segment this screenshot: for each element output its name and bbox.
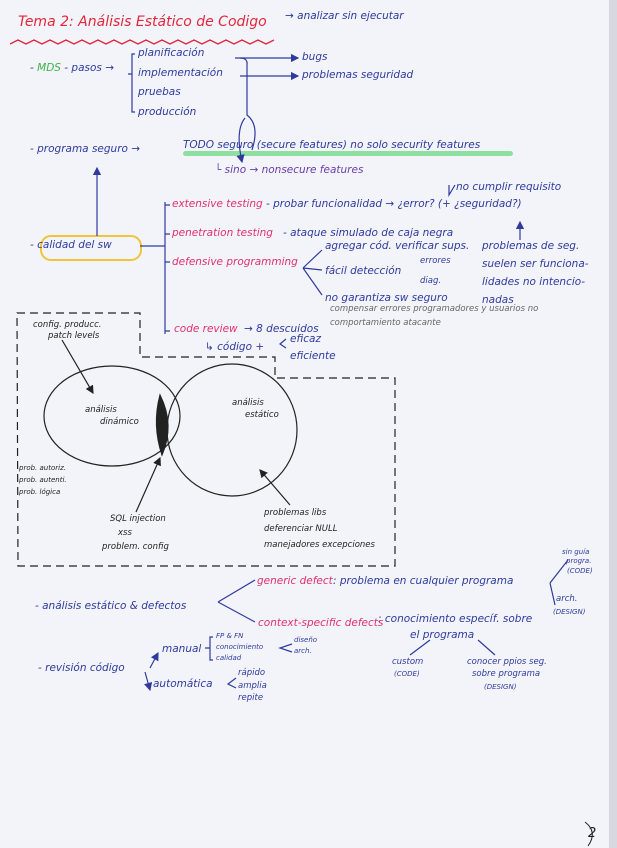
left-note: prob. autenti. <box>19 476 67 484</box>
dinamico-label: análisis <box>85 405 117 415</box>
deteccion-item: diag. <box>420 276 442 286</box>
custom-note: (CODE) <box>394 670 420 678</box>
step: planificación <box>138 47 205 59</box>
estatico-label: análisis <box>232 398 264 408</box>
code-review-codigo: ↳ código + <box>205 341 265 353</box>
static-note: deferenciar NULL <box>264 524 338 534</box>
page-title: Tema 2: Análisis Estático de Codigo <box>18 14 267 30</box>
mds-label: MDS <box>37 62 61 74</box>
output-bugs: bugs <box>302 51 328 63</box>
step: producción <box>138 106 197 118</box>
calidad-box <box>40 235 142 261</box>
step: implementación <box>138 67 223 79</box>
defensive-note: compensar errores programadores y usuari… <box>330 304 539 314</box>
estatico-label: estático <box>245 410 279 420</box>
penetration-text: - ataque simulado de caja negra <box>283 227 454 239</box>
mds-pasos: - pasos → <box>64 62 115 74</box>
defensive-item: no garantiza sw seguro <box>325 292 448 304</box>
manual-item: FP & FN <box>216 632 244 640</box>
arch-note: arch. <box>556 594 578 604</box>
penetration-label: penetration testing <box>172 227 273 239</box>
manual-item: conocimiento <box>216 643 264 651</box>
automatica-item: repite <box>238 693 264 703</box>
config-note: config. producc. <box>33 320 102 330</box>
automatica-label: automática <box>153 678 213 690</box>
generic-text: : problema en cualquier programa <box>333 575 514 587</box>
sin-guia: sin guía <box>562 548 590 556</box>
side-note: problemas de seg. <box>482 240 580 252</box>
conocer-note: (DESIGN) <box>484 683 517 691</box>
defectos-label: - análisis estático & defectos <box>35 600 187 612</box>
extensive-note: no cumplir requisito <box>456 181 562 193</box>
conocimiento-item: diseño <box>294 636 318 644</box>
conocimiento-item: arch. <box>294 647 312 655</box>
generic-label: generic defect <box>257 575 333 587</box>
step: pruebas <box>138 86 181 98</box>
benefit: eficiente <box>290 350 336 362</box>
sin-guia: (CODE) <box>567 567 593 575</box>
green-highlight <box>183 151 513 156</box>
side-note: suelen ser funciona- <box>482 258 589 270</box>
overlap-note: problem. config <box>102 542 169 552</box>
dashed-box <box>16 312 396 567</box>
overlap-note: xss <box>118 528 132 538</box>
side-note: nadas <box>482 294 514 306</box>
code-review-text: → 8 descuidos <box>244 323 319 335</box>
manual-label: manual <box>162 643 202 655</box>
static-note: manejadores excepciones <box>264 540 375 550</box>
context-text: : conocimiento específ. sobre <box>378 613 533 625</box>
manual-item: calidad <box>216 654 242 662</box>
config-note: patch levels <box>48 331 100 341</box>
defensive-note: comportamiento atacante <box>330 318 441 328</box>
context-label: context-specific defects <box>258 617 384 629</box>
automatica-item: rápido <box>238 668 266 678</box>
benefit: eficaz <box>290 333 321 345</box>
left-note: prob. autoriz. <box>19 464 66 472</box>
arch-note: (DESIGN) <box>553 608 586 616</box>
sin-guia: progra. <box>566 557 592 565</box>
custom-note: custom <box>392 657 424 667</box>
automatica-item: amplia <box>238 681 267 691</box>
title-note: → analizar sin ejecutar <box>285 10 404 22</box>
title-squiggle <box>9 39 275 45</box>
context-text2: el programa <box>410 629 475 641</box>
page-number: 2 <box>588 826 597 841</box>
output-seguridad: problemas seguridad <box>302 69 414 81</box>
left-note: prob. lógica <box>19 488 61 496</box>
extensive-label: extensive testing <box>172 198 263 210</box>
programa-seguro-text: TODO seguro (secure features) no solo se… <box>183 139 481 151</box>
page-edge <box>609 0 617 848</box>
conocer-note: conocer ppios seg. <box>467 657 547 667</box>
code-review-label: code review <box>174 323 238 335</box>
side-note: lidades no intencio- <box>482 276 585 288</box>
sino-text: └ sino → nonsecure features <box>215 164 364 176</box>
programa-seguro-label: - programa seguro → <box>30 143 141 155</box>
static-note: problemas libs <box>264 508 327 518</box>
defensive-item: fácil detección <box>325 265 402 277</box>
mds-row: - MDS - pasos → <box>30 62 115 74</box>
conocer-note: sobre programa <box>472 669 541 679</box>
dinamico-label: dinámico <box>100 417 139 427</box>
defensive-label: defensive programming <box>172 256 298 268</box>
overlap-note: SQL injection <box>110 514 166 524</box>
revision-label: - revisión código <box>38 662 125 674</box>
calidad-label: - calidad del sw <box>30 239 112 251</box>
extensive-text: - probar funcionalidad → ¿error? (+ ¿seg… <box>266 198 522 210</box>
defensive-item: agregar cód. verificar sups. <box>325 240 470 252</box>
deteccion-item: errores <box>420 256 451 266</box>
calidad-text: calidad del sw <box>37 239 112 251</box>
